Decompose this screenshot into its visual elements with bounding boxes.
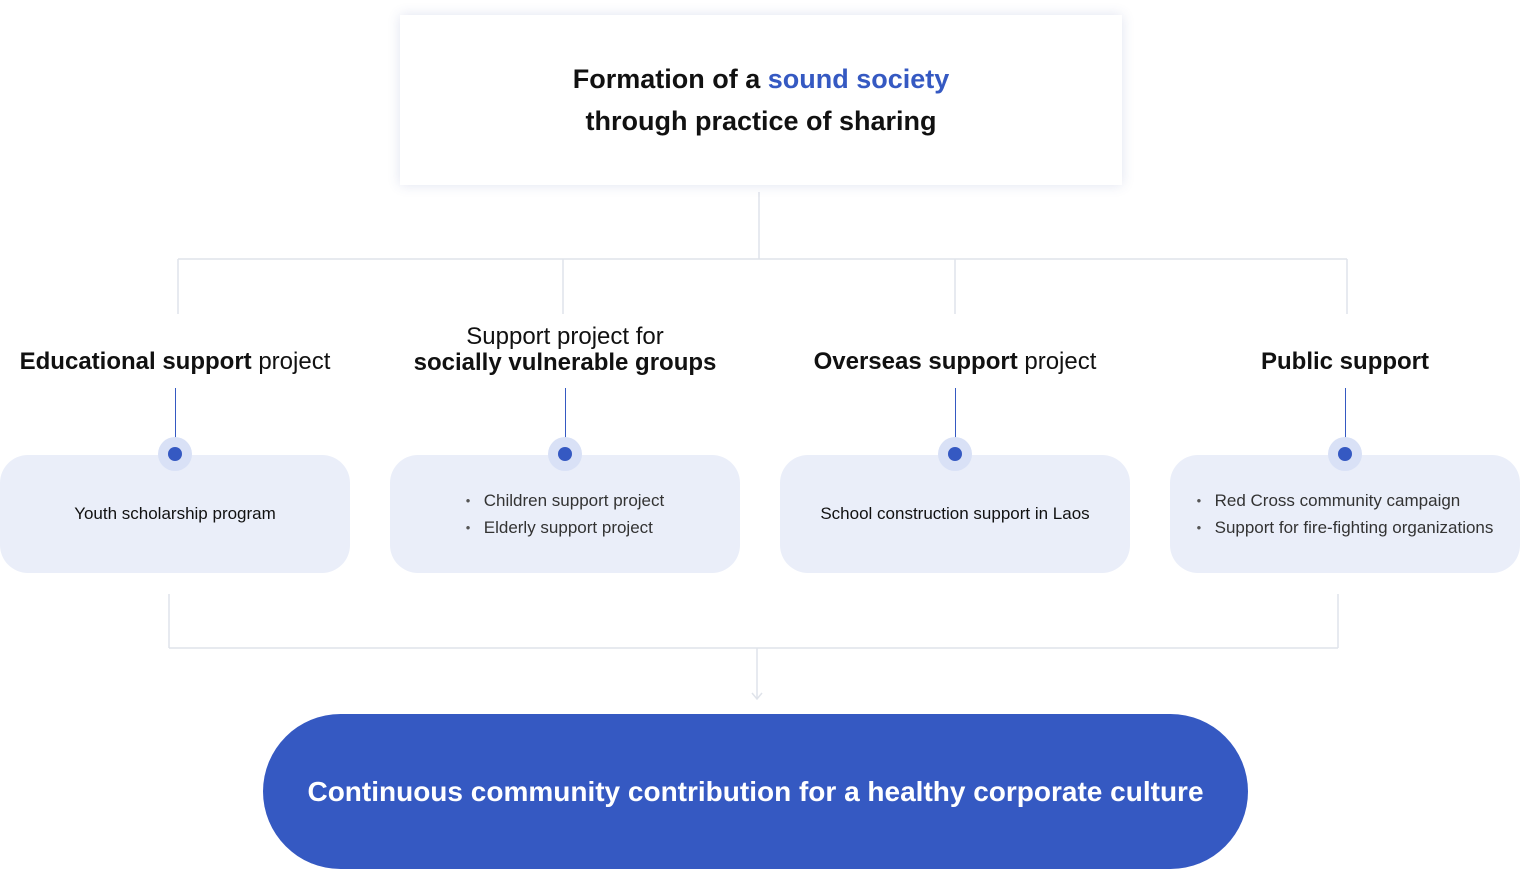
card-public: Red Cross community campaign Support for… bbox=[1170, 455, 1520, 573]
goal-box: Formation of a sound society through pra… bbox=[400, 15, 1122, 185]
card-list: Red Cross community campaign Support for… bbox=[1197, 487, 1494, 541]
stem-line bbox=[565, 388, 566, 438]
stem-line bbox=[955, 388, 956, 438]
goal-line-2: through practice of sharing bbox=[585, 106, 937, 136]
category-educational-bold: Educational support bbox=[19, 348, 252, 375]
category-public: Public support bbox=[1261, 348, 1429, 376]
list-item: Support for fire-fighting organizations bbox=[1197, 514, 1494, 541]
node-dot-core bbox=[558, 447, 572, 461]
card-list: Children support project Elderly support… bbox=[466, 487, 664, 541]
outcome-pill: Continuous community contribution for a … bbox=[263, 714, 1248, 869]
category-overseas-normal: project bbox=[1017, 348, 1097, 375]
node-dot bbox=[938, 437, 972, 471]
category-overseas: Overseas support project bbox=[814, 348, 1097, 376]
card-text: School construction support in Laos bbox=[820, 504, 1090, 523]
node-dot-core bbox=[948, 447, 962, 461]
stem-line bbox=[1345, 388, 1346, 438]
category-vulnerable-line2: socially vulnerable groups bbox=[413, 349, 717, 376]
list-item: Elderly support project bbox=[466, 514, 664, 541]
list-item: Children support project bbox=[466, 487, 664, 514]
node-dot bbox=[1328, 437, 1362, 471]
goal-line-1: Formation of a sound society bbox=[573, 58, 950, 100]
card-educational: Youth scholarship program bbox=[0, 455, 350, 573]
card-vulnerable: Children support project Elderly support… bbox=[390, 455, 740, 573]
category-educational-normal: project bbox=[251, 348, 331, 375]
category-overseas-bold: Overseas support bbox=[813, 348, 1018, 375]
goal-accent: sound society bbox=[767, 64, 950, 94]
category-vulnerable-line1: Support project for bbox=[466, 323, 664, 350]
stem-line bbox=[175, 388, 176, 438]
node-dot bbox=[158, 437, 192, 471]
category-vulnerable: Support project for socially vulnerable … bbox=[414, 324, 717, 376]
list-item: Red Cross community campaign bbox=[1197, 487, 1494, 514]
node-dot-core bbox=[1338, 447, 1352, 461]
category-educational: Educational support project bbox=[20, 348, 331, 376]
node-dot bbox=[548, 437, 582, 471]
goal-prefix: Formation of a bbox=[572, 64, 768, 94]
category-public-bold: Public support bbox=[1261, 348, 1429, 375]
node-dot-core bbox=[168, 447, 182, 461]
card-overseas: School construction support in Laos bbox=[780, 455, 1130, 573]
outcome-text: Continuous community contribution for a … bbox=[307, 775, 1204, 807]
card-text: Youth scholarship program bbox=[74, 504, 276, 523]
